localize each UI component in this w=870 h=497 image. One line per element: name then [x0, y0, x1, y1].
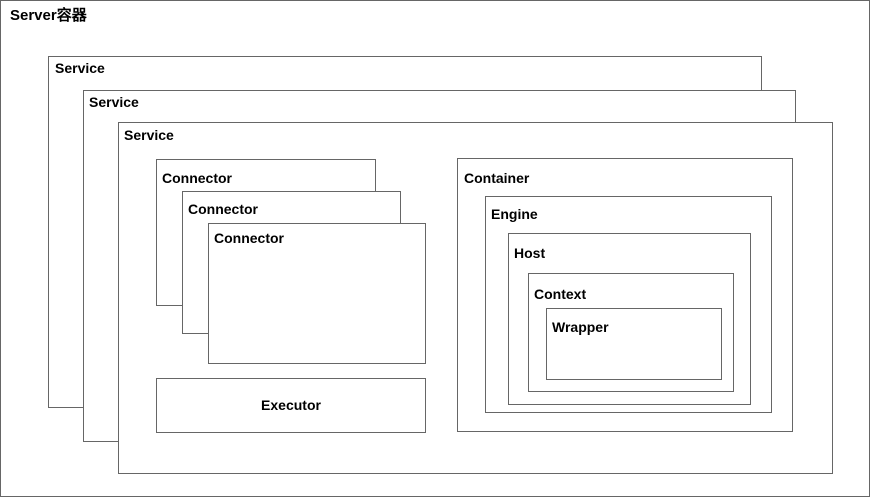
context-label: Context: [534, 286, 587, 302]
connector-label-1: Connector: [162, 170, 232, 186]
wrapper-label: Wrapper: [552, 319, 609, 335]
host-label: Host: [514, 245, 546, 261]
container-label: Container: [464, 170, 530, 186]
service-label-3: Service: [124, 127, 174, 143]
wrapper-box: [546, 308, 722, 380]
service-label-1: Service: [55, 60, 105, 76]
server-container-label: Server容器: [10, 7, 87, 24]
connector-box-3: [208, 223, 426, 364]
executor-box: [156, 378, 426, 433]
connector-label-3: Connector: [214, 230, 284, 246]
engine-label: Engine: [491, 206, 538, 222]
service-label-2: Service: [89, 94, 139, 110]
connector-label-2: Connector: [188, 201, 258, 217]
executor-label: Executor: [261, 397, 321, 413]
